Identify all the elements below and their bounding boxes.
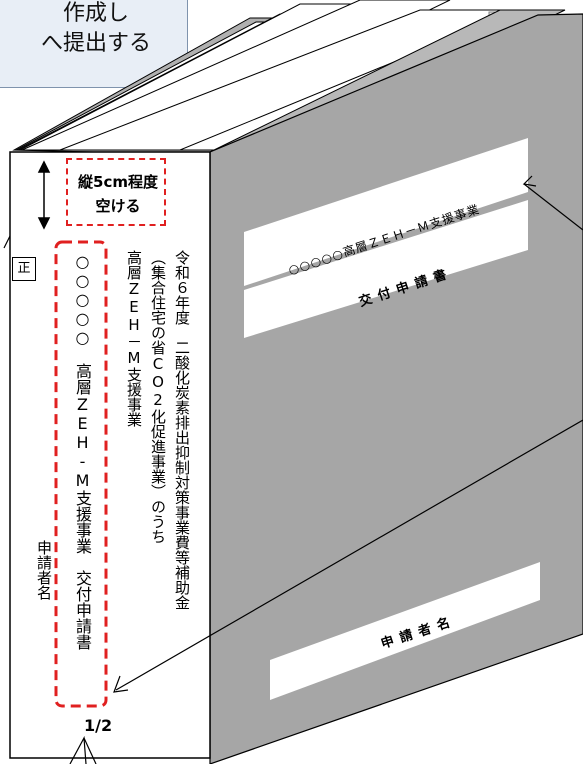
- spine-title-line-3: 高層ZEH－M支援事業: [125, 250, 143, 427]
- spine-title-line-2: （集合住宅の省CO2化促進事業）のうち: [149, 250, 167, 544]
- binder-pages: [12, 0, 521, 156]
- original-copy-badge: 正: [12, 257, 36, 281]
- spine-document-name: ○○○○○ 高層ZEH-M支援事業 交付申請書: [73, 252, 92, 650]
- spine-page-number: 1/2: [84, 716, 113, 735]
- cover-band-doc: [244, 200, 528, 338]
- margin-note-line-1: 縦5cm程度: [78, 173, 158, 191]
- cover-band-project: [244, 138, 528, 286]
- spine-applicant-label: 申請者名: [35, 540, 53, 600]
- callout-line-2: へ提出する: [41, 31, 152, 56]
- cover-band-applicant: [270, 562, 540, 700]
- margin-note-box: 縦5cm程度 空ける: [66, 158, 166, 226]
- binder-spine: [9, 151, 211, 759]
- margin-arrow: [37, 160, 51, 230]
- margin-note-line-2: 空ける: [95, 197, 141, 215]
- spine-title-line-1: 令和６年度 二酸化炭素排出抑制対策事業費等補助金: [173, 250, 191, 610]
- callout-line-1: 作成し: [63, 1, 130, 26]
- pointer-arrows: [3, 175, 583, 764]
- callout-box: 作成し へ提出する: [0, 0, 188, 88]
- document-name-highlight: [54, 240, 108, 708]
